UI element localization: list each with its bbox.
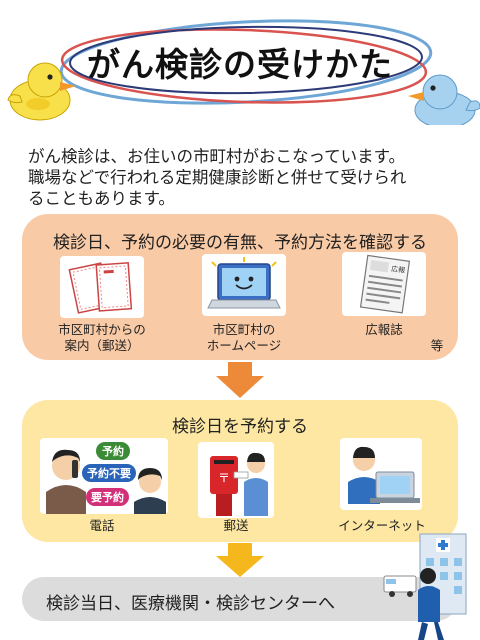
label-line: 案内（郵送）	[64, 338, 140, 353]
newsletter-icon: 広報	[359, 254, 411, 314]
intro-line: ることもあります。	[28, 189, 175, 208]
down-arrow-icon	[216, 362, 264, 398]
bubble-needs-reserve: 要予約	[86, 488, 129, 506]
yellow-bird-icon	[7, 62, 76, 121]
etc-label: 等	[430, 338, 444, 353]
intro-paragraph: がん検診は、お住いの市町村がおこなっています。 職場などで行われる定期健康診断と…	[28, 146, 468, 209]
intro-line: 職場などで行われる定期健康診断と併せて受けられ	[28, 168, 407, 187]
label-line: 広報誌	[365, 322, 403, 337]
homepage-label: 市区町村の ホームページ	[192, 322, 296, 354]
phone-card: 予約 予約不要 要予約	[40, 438, 168, 514]
step3-title: 検診当日、医療機関・検診センターへ	[46, 594, 335, 614]
down-arrow-icon	[216, 543, 264, 577]
svg-text:〒: 〒	[218, 471, 230, 485]
label-line: ホームページ	[206, 338, 282, 353]
step2-title: 検診日を予約する	[172, 417, 308, 437]
hospital-visit-icon	[383, 533, 467, 640]
newsletter-card: 広報	[342, 252, 426, 316]
newsletter-badge: 広報	[391, 264, 406, 275]
step1-title: 検診日、予約の必要の有無、予約方法を確認する	[53, 233, 427, 253]
label-line: 市区町村からの	[58, 322, 146, 337]
title-banner: がん検診の受けかた	[0, 0, 480, 125]
blue-bird-icon	[408, 74, 480, 125]
bubble-no-reserve: 予約不要	[82, 464, 136, 482]
envelopes-card	[60, 256, 144, 318]
envelopes-label: 市区町村からの 案内（郵送）	[52, 322, 152, 354]
computer-user-icon	[348, 446, 420, 504]
page-title: がん検診の受けかた	[87, 45, 393, 84]
internet-label: インターネット	[338, 518, 426, 533]
phone-call-icon	[46, 449, 166, 514]
mail-label: 郵送	[223, 518, 249, 533]
bubble-reserve: 予約	[96, 442, 130, 460]
step-reserve: 検診日を予約する 予約 予約不要 要予約 電話 〒	[22, 400, 458, 542]
phone-label: 電話	[89, 518, 115, 533]
laptop-icon	[207, 257, 281, 309]
mailbox-card: 〒	[198, 442, 274, 518]
mailbox-icon: 〒	[210, 452, 268, 516]
envelopes-icon	[68, 262, 133, 314]
internet-card	[340, 438, 422, 510]
intro-line: がん検診は、お住いの市町村がおこなっています。	[28, 147, 406, 166]
label-line: 市区町村の	[212, 322, 276, 337]
laptop-card	[202, 254, 286, 316]
newsletter-label: 広報誌	[344, 322, 424, 338]
step-check-schedule: 検診日、予約の必要の有無、予約方法を確認する 市区町村からの 案内（郵送）	[22, 214, 458, 360]
